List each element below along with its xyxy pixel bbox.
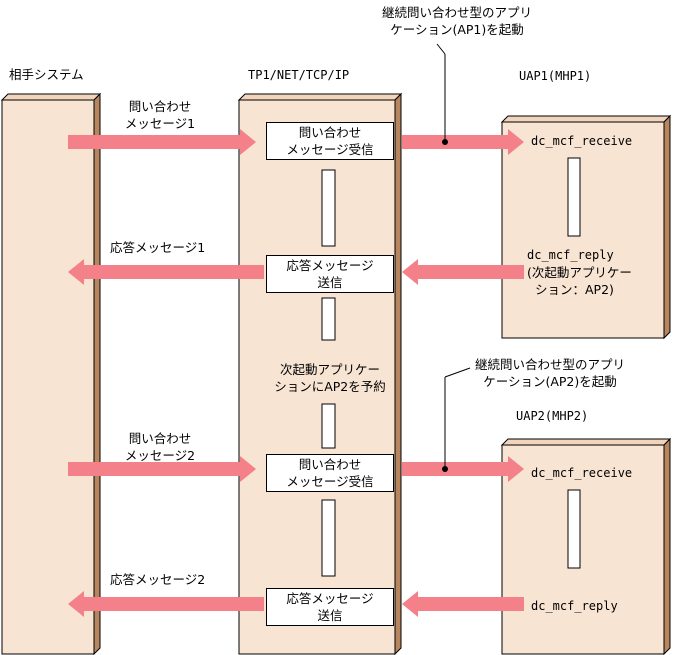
receive-query2-box: 問い合わせ メッセージ受信	[266, 454, 394, 492]
uap1-reply-call-line3: ション：AP2)	[535, 282, 614, 297]
start-ap1-note-line1: 継続問い合わせ型のアプリ	[381, 5, 532, 20]
arrow-reply1-in	[402, 259, 524, 285]
send-reply1-box: 応答メッセージ 送信	[266, 255, 394, 293]
receive-query1-box: 問い合わせ メッセージ受信	[266, 122, 394, 160]
arrow-forward2	[402, 456, 524, 482]
start-ap2-note: 継続問い合わせ型のアプリ ケーション(AP2)を起動	[460, 356, 640, 390]
uap1-receive-call: dc_mcf_receive	[531, 134, 633, 148]
callout-start2	[442, 367, 471, 472]
query1-label: 問い合わせ メッセージ1	[112, 98, 208, 132]
arrow-query1	[68, 129, 256, 155]
start-ap1-note: 継続問い合わせ型のアプリ ケーション(AP1)を起動	[372, 4, 542, 38]
callout-start1	[436, 43, 448, 145]
reply1-label: 応答メッセージ1	[110, 240, 206, 255]
send-reply2-box-line2: 送信	[317, 608, 343, 623]
uap1-lane-title: UAP1(MHP1)	[519, 69, 592, 83]
receive-query2-box-line1: 問い合わせ	[298, 457, 362, 472]
uap1-reply-call-line1: dc_mcf_reply	[527, 248, 614, 262]
receive-query2-box-line2: メッセージ受信	[286, 474, 374, 489]
arrow-forward1	[402, 129, 524, 155]
middleware-bar	[321, 169, 336, 247]
arrow-query2	[68, 456, 256, 482]
start-ap2-note-line1: 継続問い合わせ型のアプリ	[474, 357, 625, 372]
reserve-ap2-note-line2: ションにAP2を予約	[274, 379, 386, 394]
query2-label-line2: メッセージ2	[124, 448, 196, 463]
start-ap1-note-line2: ケーション(AP1)を起動	[390, 22, 524, 37]
uap1-activation-bar	[567, 157, 581, 237]
uap2-activation-bar	[567, 489, 581, 569]
send-reply2-box-line1: 応答メッセージ	[286, 591, 374, 606]
arrow-reply2-in	[402, 591, 524, 617]
uap1-reply-call: dc_mcf_reply (次起動アプリケー ション：AP2)	[527, 247, 632, 298]
uap2-lane-title: UAP2(MHP2)	[516, 409, 589, 423]
middleware-bar	[321, 403, 336, 449]
query2-label: 問い合わせ メッセージ2	[112, 430, 208, 464]
arrow-reply1	[68, 259, 264, 285]
send-reply2-box: 応答メッセージ 送信	[266, 588, 394, 626]
start-ap2-note-line2: ケーション(AP2)を起動	[483, 374, 617, 389]
middleware-lane-title: TP1/NET/TCP/IP	[248, 68, 350, 82]
uap1-lane	[500, 114, 672, 340]
uap2-lane	[500, 437, 672, 655]
arrow-reply2	[68, 591, 264, 617]
uap2-receive-call: dc_mcf_receive	[531, 466, 633, 480]
uap1-reply-call-line2: (次起動アプリケー	[527, 265, 632, 280]
reserve-ap2-note-line1: 次起動アプリケー	[279, 362, 380, 377]
send-reply1-box-line2: 送信	[317, 275, 343, 290]
middleware-bar	[321, 297, 336, 341]
uap2-reply-call: dc_mcf_reply	[531, 599, 618, 613]
partner-lane	[0, 92, 102, 655]
receive-query1-box-line2: メッセージ受信	[286, 142, 374, 157]
query2-label-line1: 問い合わせ	[128, 431, 192, 446]
reserve-ap2-note: 次起動アプリケー ションにAP2を予約	[250, 361, 410, 395]
query1-label-line1: 問い合わせ	[128, 99, 192, 114]
middleware-bar	[321, 499, 336, 577]
send-reply1-box-line1: 応答メッセージ	[286, 258, 374, 273]
middleware-lane	[237, 92, 403, 655]
query1-label-line2: メッセージ1	[124, 116, 196, 131]
partner-lane-title: 相手システム	[9, 67, 84, 82]
receive-query1-box-line1: 問い合わせ	[298, 125, 362, 140]
reply2-label: 応答メッセージ2	[110, 572, 206, 587]
